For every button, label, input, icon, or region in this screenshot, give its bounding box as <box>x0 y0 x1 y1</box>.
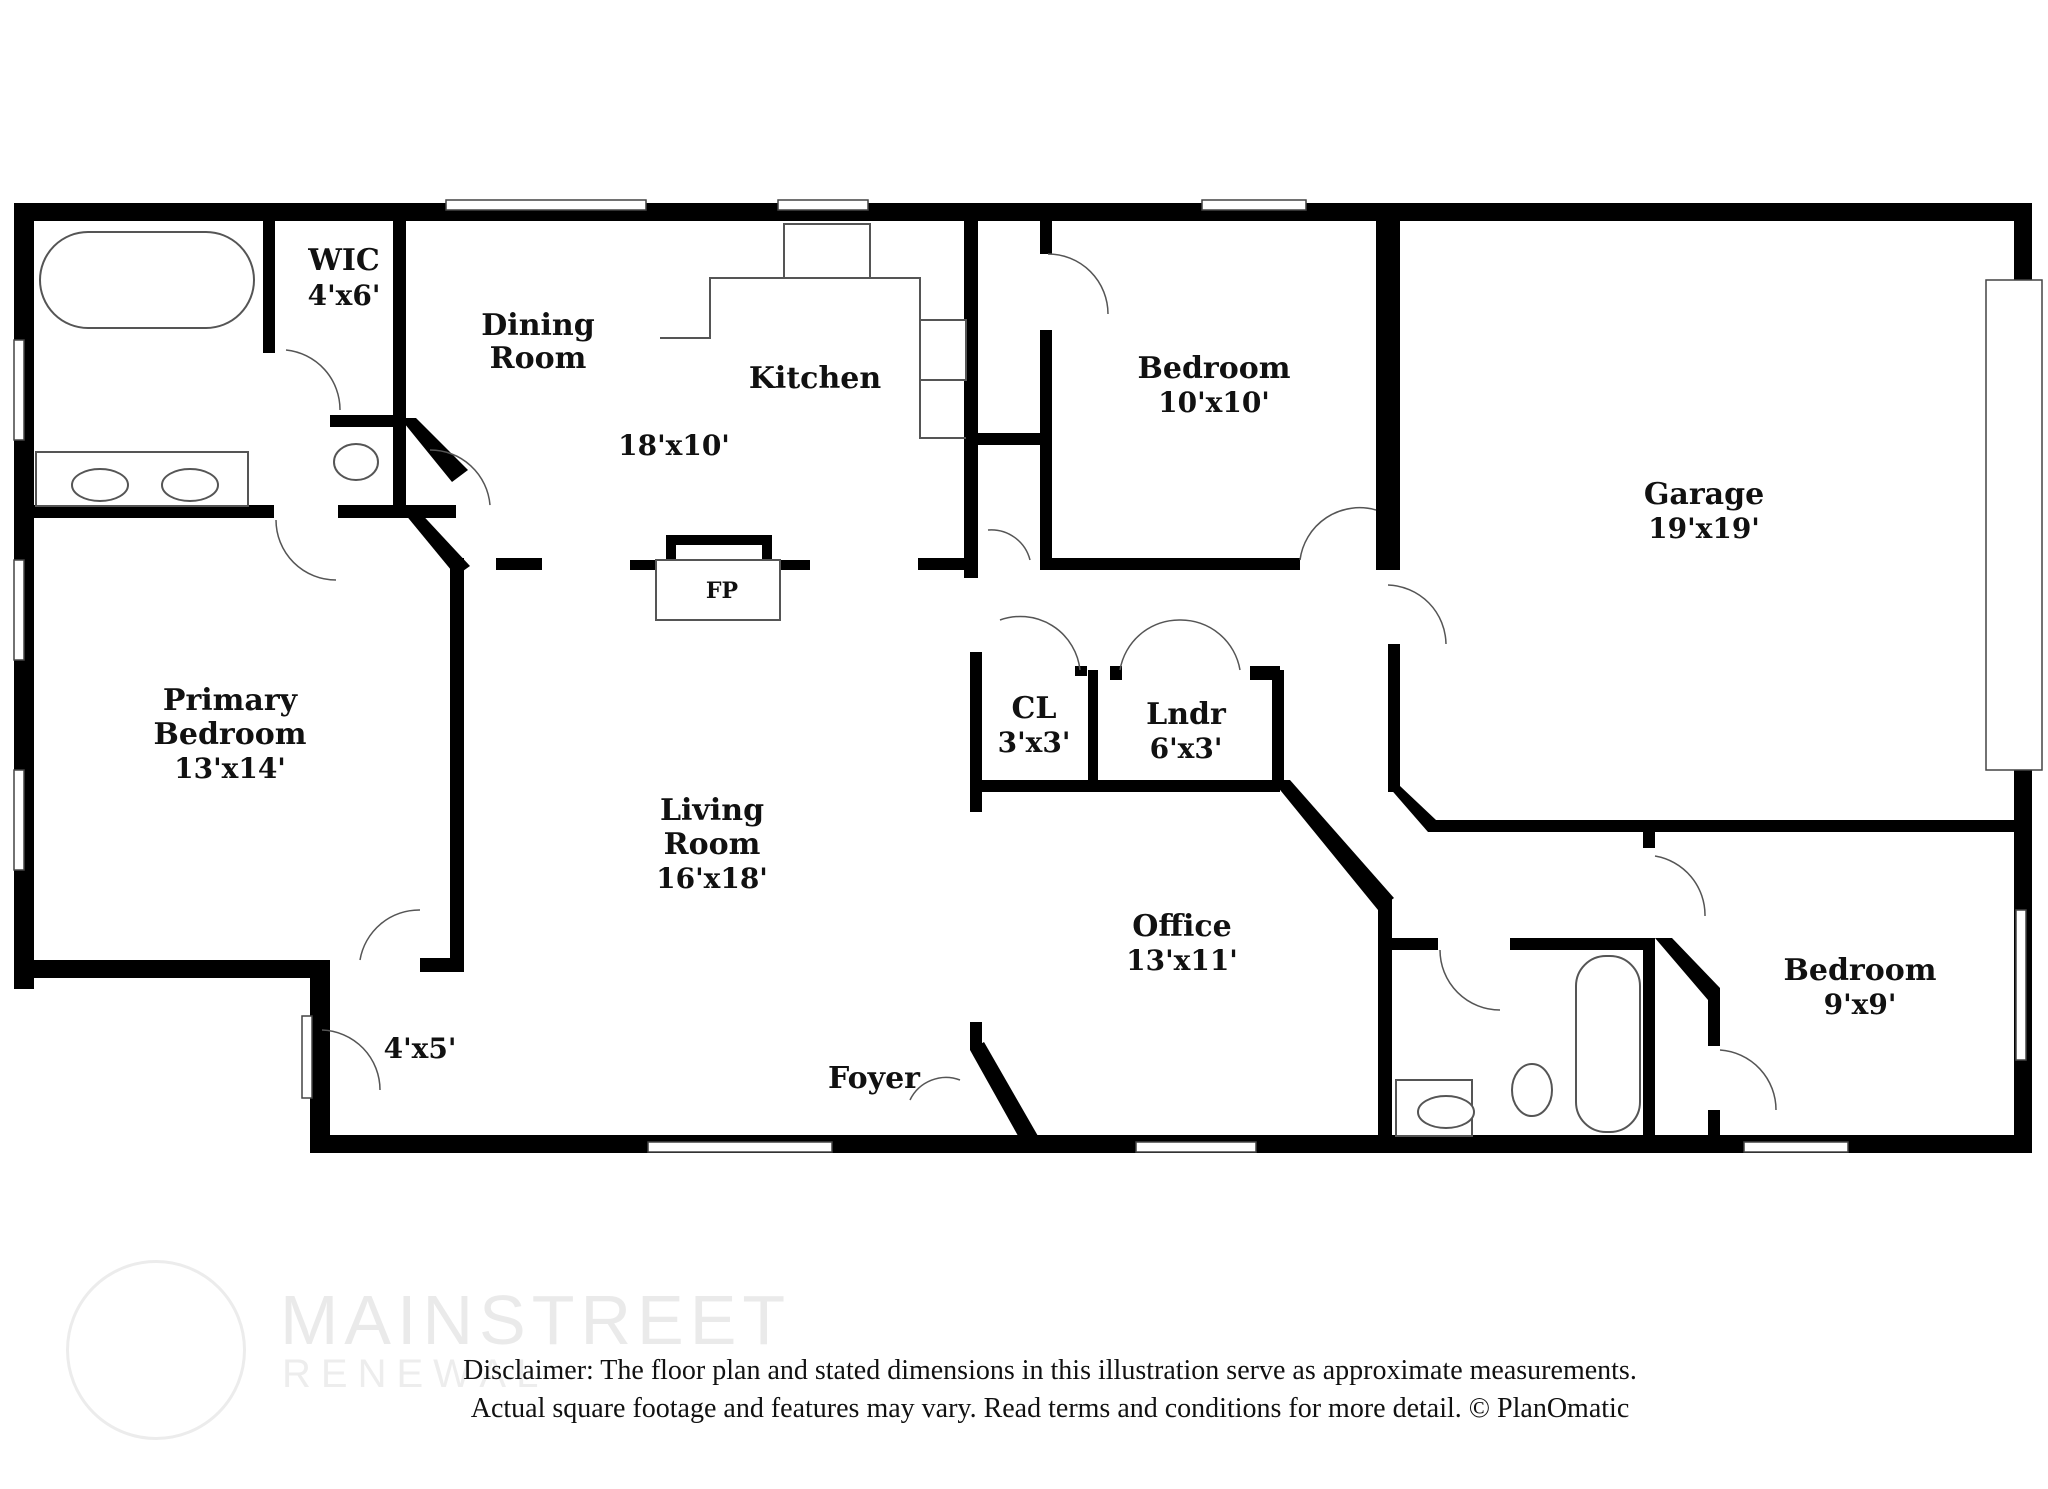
wall-bed2-diag <box>1655 938 1720 1000</box>
sink-icon <box>161 468 219 502</box>
laundry-dim: 6'x3' <box>1150 732 1223 765</box>
wall-primary-bottom <box>14 960 330 978</box>
wall-garage-left <box>1388 644 1400 792</box>
disclaimer-line-1: Disclaimer: The floor plan and stated di… <box>463 1355 1637 1386</box>
wall-bed2-left <box>1708 988 1720 1046</box>
wall-dining-stub <box>496 558 542 570</box>
fireplace-right <box>762 535 772 570</box>
watermark-logo <box>66 1260 246 1440</box>
wall-bath-bottom2 <box>338 505 456 518</box>
watermark-brand: MAINSTREET <box>280 1281 792 1359</box>
wall-garage-left-top <box>1388 220 1400 570</box>
primary-label-1: Primary <box>163 683 299 718</box>
wall-bath2-right <box>1643 938 1655 1143</box>
wall-lndr-stub <box>1110 666 1122 680</box>
stove-icon <box>919 319 967 381</box>
wall-primary-right <box>450 558 464 970</box>
windows <box>13 199 2043 1153</box>
sink-icon <box>1417 1095 1475 1129</box>
toilet-icon <box>1511 1063 1553 1117</box>
wall-bed-left-top <box>1040 220 1052 254</box>
wall-foyer-stub <box>970 1022 982 1050</box>
sink-icon <box>71 468 129 502</box>
fixtures <box>35 223 1641 1137</box>
wall-garage-bottom <box>1428 820 2018 832</box>
walls <box>14 203 2032 1153</box>
entry-closet-dim: 4'x5' <box>384 1032 457 1065</box>
wall-cl-stub <box>1075 666 1087 676</box>
wall-garage-diag <box>1388 786 1436 832</box>
dining-label-2: Room <box>490 341 587 376</box>
wall-kitchen-right <box>964 220 978 578</box>
wall-bed-right <box>1376 220 1390 540</box>
bedroom-top-dim: 10'x10' <box>1158 386 1270 419</box>
office-label: Office <box>1132 909 1232 944</box>
wall-entry-left <box>310 968 330 1153</box>
closet-label: CL <box>1012 691 1057 726</box>
fireplace-label: FP <box>706 578 738 604</box>
wall-lndr-stub2 <box>1250 666 1280 680</box>
kitchen-label: Kitchen <box>749 361 881 396</box>
closet-dim: 3'x3' <box>998 726 1071 759</box>
laundry-label: Lndr <box>1146 697 1227 732</box>
fireplace-top <box>666 535 770 545</box>
wall-wic-left <box>263 203 275 353</box>
garage-dim: 19'x19' <box>1648 512 1760 545</box>
fireplace-left <box>666 535 676 570</box>
wall-bath-bottom <box>34 505 274 518</box>
wall-bath2-top2 <box>1510 938 1655 950</box>
kitchen-counter <box>660 277 966 439</box>
bedroom-right-dim: 9'x9' <box>1824 988 1897 1021</box>
wall-bottom-left <box>330 1135 640 1153</box>
wall-bath2-top <box>1388 938 1438 950</box>
kitchen-dim: 18'x10' <box>618 429 730 462</box>
kitchen-sink-icon <box>783 223 871 279</box>
bathtub-hall <box>1575 955 1641 1133</box>
wall-bed2-left-stub <box>1708 1110 1720 1143</box>
wall-kitchen-stub <box>918 558 968 570</box>
living-label-2: Room <box>664 827 761 862</box>
wall-office-diag <box>1272 780 1394 910</box>
wall-bed-left <box>1040 330 1052 570</box>
wall-bed-bottom <box>1040 558 1300 570</box>
room-labels: WIC 4'x6' Dining Room Kitchen 18'x10' Be… <box>154 243 1937 1096</box>
bedroom-right-label: Bedroom <box>1784 953 1937 988</box>
primary-dim: 13'x14' <box>174 752 286 785</box>
foyer-label: Foyer <box>828 1061 921 1096</box>
wall-lndr-right <box>1272 670 1284 788</box>
living-dim: 16'x18' <box>656 862 768 895</box>
wic-label: WIC <box>307 243 380 278</box>
toilet-icon <box>333 443 379 481</box>
wic-dim: 4'x6' <box>308 279 381 312</box>
office-dim: 13'x11' <box>1126 944 1238 977</box>
wall-bed-closet <box>978 433 1048 445</box>
wall-bed2-stub <box>1643 832 1655 848</box>
wall-foyer-diag <box>970 1042 1042 1143</box>
watermark-sub: RENEWAL <box>282 1352 549 1396</box>
wall-office-right <box>1378 898 1392 1143</box>
wall-cl-right <box>1088 670 1098 790</box>
bathtub-primary <box>39 231 255 329</box>
wall-primary-stub <box>420 958 464 972</box>
garage-label: Garage <box>1644 477 1764 512</box>
wall-top <box>14 203 2032 221</box>
living-label-1: Living <box>660 793 764 828</box>
primary-label-2: Bedroom <box>154 717 307 752</box>
wall-wic-right <box>393 203 406 508</box>
wall-cl-left <box>970 652 982 812</box>
wall-bed-bottom-stub <box>1376 540 1388 570</box>
bedroom-top-label: Bedroom <box>1138 351 1291 386</box>
dining-label-1: Dining <box>481 308 594 343</box>
disclaimer: Disclaimer: The floor plan and stated di… <box>300 1352 1800 1428</box>
wall-cl-bottom <box>978 780 1280 792</box>
doors <box>275 253 1777 1111</box>
wall-wic-bottom <box>330 415 402 427</box>
disclaimer-line-2: Actual square footage and features may v… <box>470 1393 1630 1424</box>
fireplace-box <box>655 559 781 621</box>
